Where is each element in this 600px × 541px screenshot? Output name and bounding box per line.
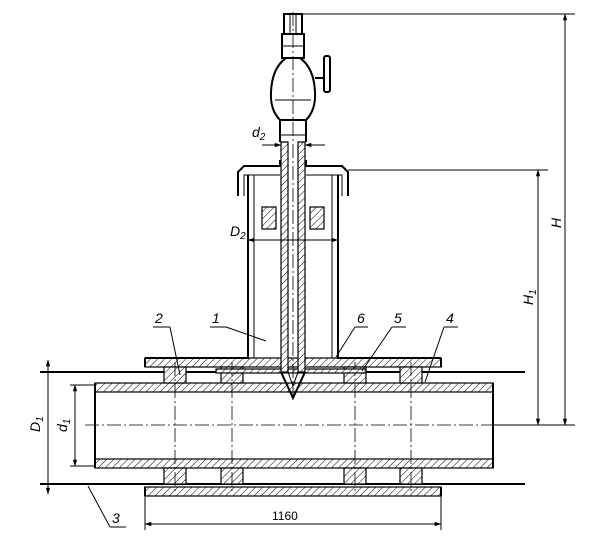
leaders	[87, 326, 458, 528]
label-part-2: 2	[154, 310, 163, 326]
label-part-3: 3	[112, 510, 120, 526]
dim-d1: d1	[54, 419, 73, 432]
dim-H: H	[548, 217, 564, 228]
vertical-branch	[145, 160, 441, 359]
inner-rod	[280, 12, 306, 401]
label-part-1: 1	[212, 310, 220, 326]
label-part-4: 4	[446, 310, 454, 326]
dim-D2: D2	[230, 223, 246, 242]
spacers	[163, 362, 423, 492]
valve	[269, 13, 331, 142]
dim-H1: H1	[520, 289, 539, 305]
outer-case	[144, 357, 442, 497]
part-labels: 1 2 3 4 5 6	[112, 310, 454, 526]
main-pipe	[85, 382, 515, 469]
label-part-5: 5	[394, 310, 402, 326]
dimensions	[45, 13, 575, 530]
dim-D1: D1	[27, 416, 46, 432]
label-part-6: 6	[357, 310, 365, 326]
dimension-labels: D1 d1 D2 d2 H H1 1160	[27, 124, 564, 523]
dim-length: 1160	[272, 509, 298, 523]
dim-d2: d2	[252, 124, 266, 143]
